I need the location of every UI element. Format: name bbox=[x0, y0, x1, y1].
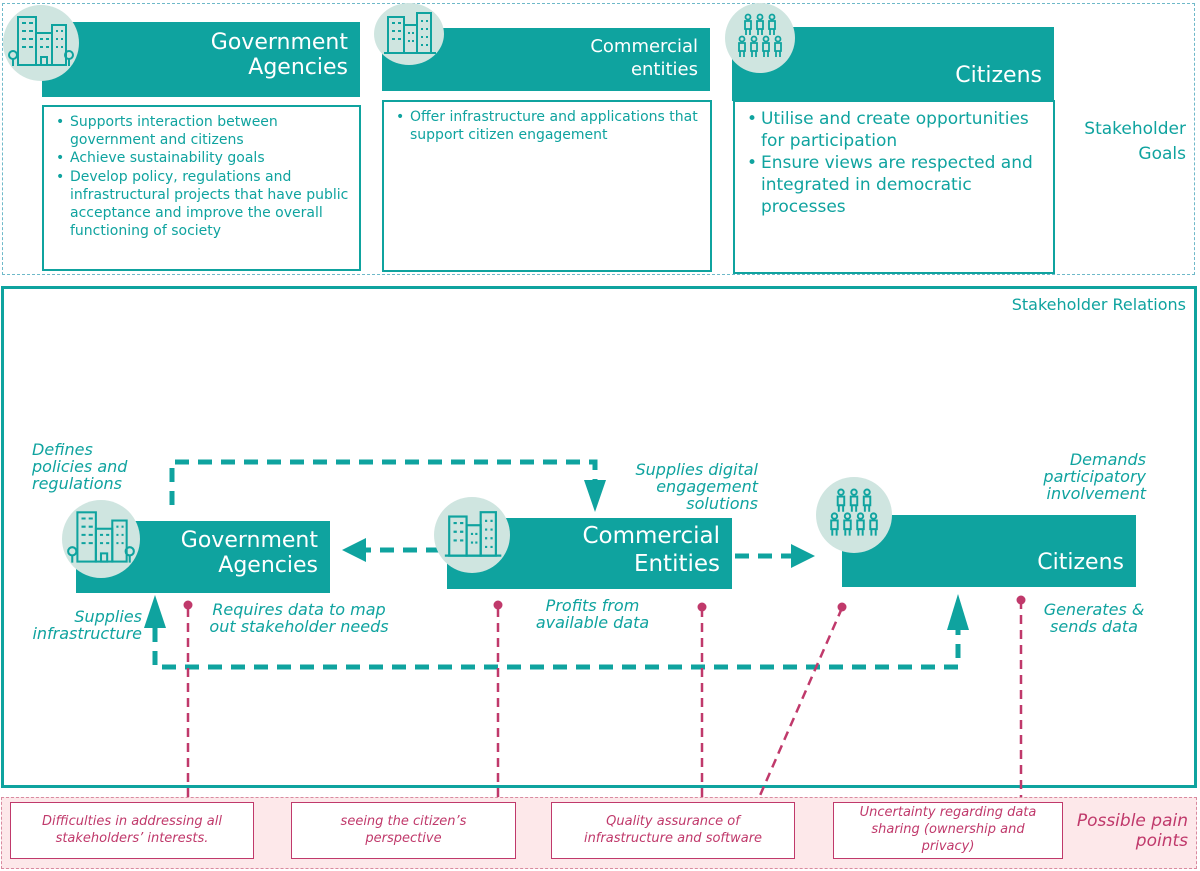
pain-link-dot bbox=[837, 602, 847, 612]
generates-data-label: Generates & sends data bbox=[1043, 600, 1145, 636]
goal-point: Achieve sustainability goals bbox=[56, 149, 349, 167]
defines-policies-label: Defines policies and regulations bbox=[32, 440, 128, 493]
goal-point: Develop policy, regulations and infrastr… bbox=[56, 168, 349, 241]
arrowhead bbox=[342, 538, 366, 562]
commercial-entities-goals-panel: Offer infrastructure and applications th… bbox=[382, 100, 712, 272]
people-group-icon bbox=[725, 3, 795, 73]
citizens-node-title: Citizens bbox=[1037, 550, 1124, 575]
city-buildings-icon bbox=[3, 5, 79, 81]
profits-data-label: Profits from available data bbox=[535, 596, 650, 632]
commercial-entities-title: Commercial entities bbox=[590, 36, 698, 81]
government-agencies-node-title: Government Agencies bbox=[180, 528, 318, 579]
government-agencies-header: Government Agencies bbox=[42, 22, 360, 97]
supplies-digital-label: Supplies digital engagement solutions bbox=[635, 460, 759, 513]
stakeholder-relations-label: Stakeholder Relations bbox=[1011, 295, 1186, 314]
stakeholder-goals-label: Stakeholder Goals bbox=[1084, 119, 1186, 164]
supplies-infrastructure-label: Supplies infrastructure bbox=[32, 607, 142, 643]
pain-link-line bbox=[756, 607, 844, 801]
stakeholder-relations-section bbox=[1, 286, 1197, 788]
defines-policies-arrow-line bbox=[169, 459, 598, 505]
pain-point-card: Uncertainty regarding data sharing (owne… bbox=[833, 802, 1063, 859]
goal-point: Utilise and create opportunities for par… bbox=[747, 108, 1041, 152]
arrowhead bbox=[144, 595, 166, 628]
demands-involvement-label: Demands participatory involvement bbox=[1043, 450, 1146, 503]
possible-pain-points-label: Possible pain points bbox=[1076, 811, 1188, 851]
infrastructure-loop-line bbox=[152, 628, 961, 670]
stakeholder-goals-section bbox=[2, 3, 1195, 275]
citizens-goals-panel: Utilise and create opportunities for par… bbox=[733, 100, 1055, 274]
goal-point: Offer infrastructure and applications th… bbox=[396, 108, 700, 144]
office-buildings-icon bbox=[374, 3, 444, 65]
commercial-entities-node-title: Commercial Entities bbox=[582, 523, 720, 577]
people-group-icon bbox=[816, 477, 892, 553]
office-buildings-icon bbox=[434, 497, 510, 573]
pain-link-dot bbox=[1016, 595, 1026, 605]
pain-point-card: Quality assurance of infrastructure and … bbox=[551, 802, 795, 859]
arrowhead bbox=[947, 594, 969, 630]
pain-point-card: Difficulties in addressing all stakehold… bbox=[10, 802, 254, 859]
government-agencies-goals-panel: Supports interaction between government … bbox=[42, 105, 361, 271]
pain-link-dot bbox=[697, 602, 707, 612]
pain-link-dot bbox=[493, 600, 503, 610]
pain-link-dot bbox=[183, 600, 193, 610]
pain-point-card: seeing the citizen’s perspective bbox=[291, 802, 516, 859]
arrowhead bbox=[791, 544, 815, 568]
city-buildings-icon bbox=[62, 500, 140, 578]
government-agencies-title: Government Agencies bbox=[210, 30, 348, 81]
requires-data-label: Requires data to map out stakeholder nee… bbox=[209, 600, 389, 636]
citizens-title: Citizens bbox=[955, 63, 1042, 88]
goal-point: Ensure views are respected and integrate… bbox=[747, 152, 1041, 218]
citizens-node: Citizens bbox=[842, 515, 1136, 587]
goal-point: Supports interaction between government … bbox=[56, 113, 349, 149]
arrowhead bbox=[584, 480, 606, 512]
